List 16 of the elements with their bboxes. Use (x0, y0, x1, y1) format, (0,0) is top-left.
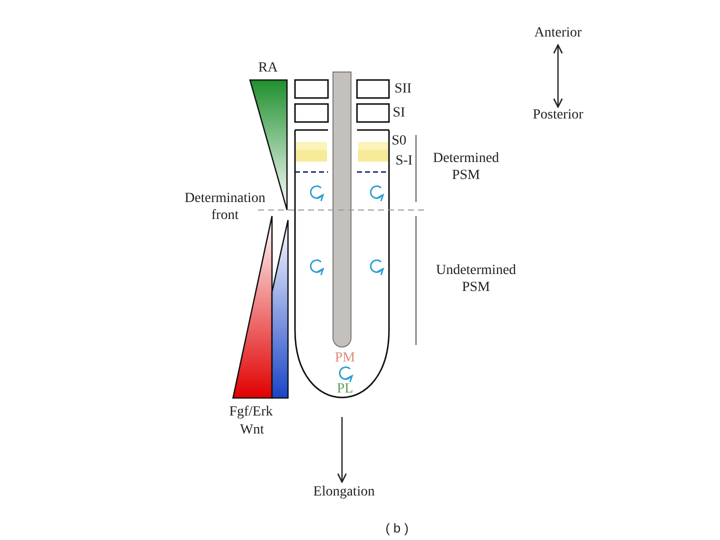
axis-label: Posterior (532, 106, 584, 124)
signal-label: Wnt (240, 422, 264, 438)
region-label: Determined PSM (432, 150, 500, 184)
signal-label: RA (258, 60, 278, 76)
direction-label: Elongation (313, 484, 375, 500)
somite-label: SI (392, 104, 406, 122)
region-label: PM (334, 350, 356, 366)
axis-label: Anterior (534, 24, 582, 42)
signal-label: Fgf/Erk (229, 404, 273, 420)
somite-label: S0 (392, 132, 406, 150)
somite-label: S-I (395, 152, 413, 170)
panel-label: ( b ) (385, 520, 409, 536)
region-label: Undetermined PSM (434, 262, 518, 296)
region-label: PL (336, 380, 354, 398)
region-label: Determination front (184, 190, 266, 224)
somite-label: SII (394, 80, 412, 98)
